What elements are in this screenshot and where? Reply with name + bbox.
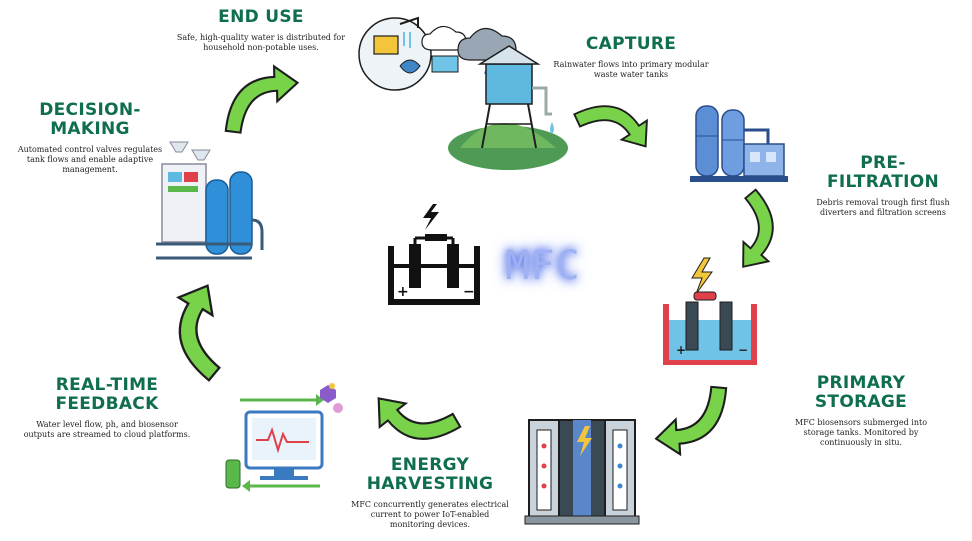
cycle-arrow-icon — [210, 58, 302, 141]
stage-title: PRE- FILTRATION — [826, 153, 940, 192]
stage-description: Rainwater flows into primary modular was… — [553, 60, 709, 79]
monitor-feedback-icon — [225, 383, 343, 492]
svg-text:+: + — [397, 284, 409, 300]
stage-pre-filtration: PRE- FILTRATION Debris removal trough fi… — [808, 154, 958, 218]
mfc-stack-icon — [524, 419, 640, 525]
cycle-arrow-icon — [370, 393, 464, 450]
svg-text:+: + — [676, 343, 686, 357]
svg-text:−: − — [738, 343, 748, 357]
stage-title: REAL-TIME FEEDBACK — [55, 375, 159, 414]
stage-title: END USE — [218, 7, 304, 27]
svg-text:−: − — [463, 284, 475, 300]
stage-title: PRIMARY STORAGE — [814, 373, 908, 412]
stage-primary-storage: PRIMARY STORAGE MFC biosensors submerged… — [786, 374, 936, 448]
stage-decision-making: DECISION- MAKING Automated control valve… — [10, 101, 170, 175]
control-tanks-icon — [156, 141, 264, 260]
stage-energy-harvesting: ENERGY HARVESTING MFC concurrently gener… — [350, 456, 510, 530]
cycle-arrow-icon — [652, 379, 742, 462]
stage-description: Debris removal trough first flush divert… — [816, 198, 950, 217]
mfc-tank-icon: + − — [663, 257, 757, 365]
stage-capture: CAPTURE Rainwater flows into primary mod… — [546, 35, 716, 80]
cycle-arrow-icon — [174, 284, 222, 384]
stage-description: Water level flow, ph, and biosensor outp… — [23, 420, 191, 439]
stage-real-time-feedback: REAL-TIME FEEDBACK Water level flow, ph,… — [22, 376, 192, 440]
cycle-arrow-icon — [570, 94, 656, 151]
stage-description: Automated control valves regulates tank … — [17, 145, 163, 174]
stage-title: CAPTURE — [585, 34, 677, 54]
battery-bolt-icon: + − — [388, 204, 480, 305]
stage-description: MFC biosensors submerged into storage ta… — [794, 418, 928, 447]
center-mfc-label: MFC — [505, 243, 581, 289]
filtration-plant-icon — [690, 105, 788, 182]
stage-description: Safe, high-quality water is distributed … — [176, 33, 346, 52]
stage-end-use: END USE Safe, high-quality water is dist… — [176, 8, 346, 53]
stage-description: MFC concurrently generates electrical cu… — [351, 500, 509, 529]
stage-title: DECISION- MAKING — [39, 100, 141, 139]
stage-title: ENERGY HARVESTING — [366, 455, 494, 494]
water-tower-icon — [358, 16, 568, 170]
